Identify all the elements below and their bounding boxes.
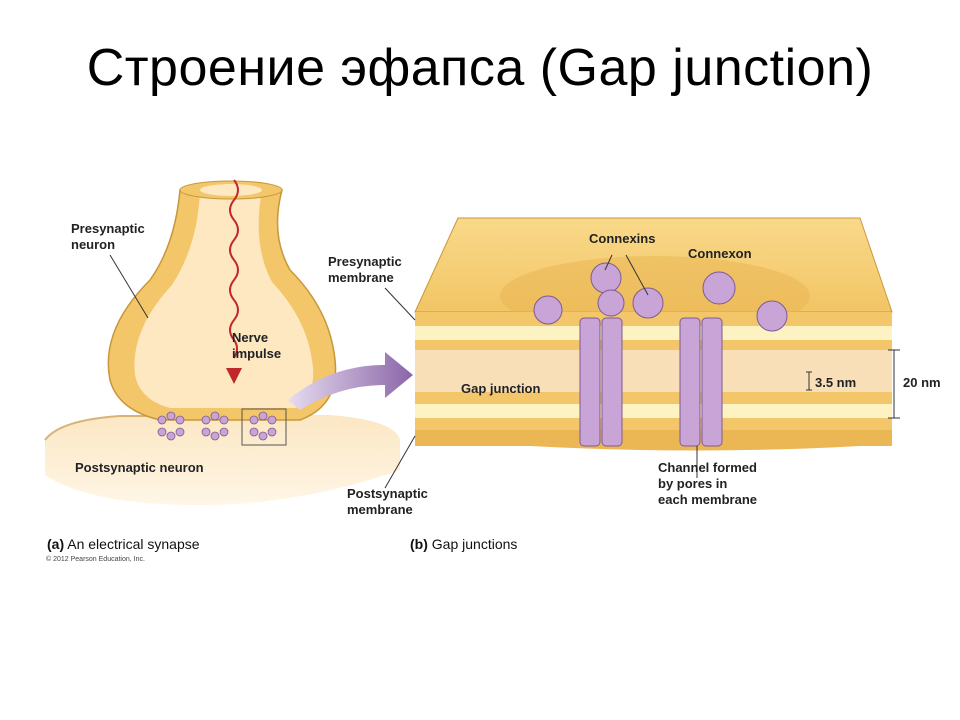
caption-b: (b) Gap junctions: [410, 536, 517, 552]
connexons-top: [533, 262, 788, 332]
label-3-5-nm: 3.5 nm: [815, 375, 857, 390]
label-channel-3: each membrane: [658, 492, 757, 507]
label-nerve-impulse-2: impulse: [232, 346, 282, 361]
caption-a-text: An electrical synapse: [67, 536, 200, 552]
connexon-channels: [579, 317, 723, 447]
zoom-box: [241, 408, 287, 446]
panel-a-leader-lines: [109, 254, 149, 319]
label-channel-2: by pores in: [658, 476, 728, 491]
label-connexon: Connexon: [688, 246, 752, 261]
presynaptic-neuron-shape: [107, 180, 337, 421]
label-gap-junction: Gap junction: [461, 381, 541, 396]
presynaptic-membrane-slab: [414, 217, 893, 350]
label-postsynaptic-neuron: Postsynaptic neuron: [75, 460, 204, 475]
label-postsynaptic-membrane-2: membrane: [347, 502, 413, 517]
panel-b-leader-lines: [384, 254, 900, 489]
label-presynaptic-membrane-2: membrane: [328, 270, 394, 285]
postsynaptic-membrane-slab: [415, 392, 892, 451]
gap-space: [415, 350, 892, 392]
label-presynaptic-membrane-1: Presynaptic: [328, 254, 402, 269]
label-20-nm: 20 nm: [903, 375, 941, 390]
slide-title: Строение эфапса (Gap junction): [86, 39, 874, 97]
label-postsynaptic-membrane-1: Postsynaptic: [347, 486, 428, 501]
caption-a-letter: (a): [47, 536, 65, 552]
copyright-notice: © 2012 Pearson Education, Inc.: [46, 556, 145, 563]
nerve-impulse-arrowhead: [226, 368, 242, 384]
nerve-impulse-arrow: [229, 179, 239, 359]
label-nerve-impulse-1: Nerve: [232, 330, 269, 345]
label-presynaptic-neuron-2: neuron: [71, 237, 116, 252]
label-channel-1: Channel formed: [658, 460, 757, 475]
caption-a: (a) An electrical synapse: [47, 536, 200, 552]
zoom-arrow: [288, 352, 413, 410]
postsynaptic-neuron-shape: [44, 415, 400, 505]
label-presynaptic-neuron-1: Presynaptic: [71, 221, 145, 236]
caption-b-letter: (b): [410, 536, 428, 552]
caption-b-text: Gap junctions: [431, 536, 518, 552]
label-connexins: Connexins: [589, 231, 656, 246]
gap-junction-clusters: [157, 411, 277, 441]
